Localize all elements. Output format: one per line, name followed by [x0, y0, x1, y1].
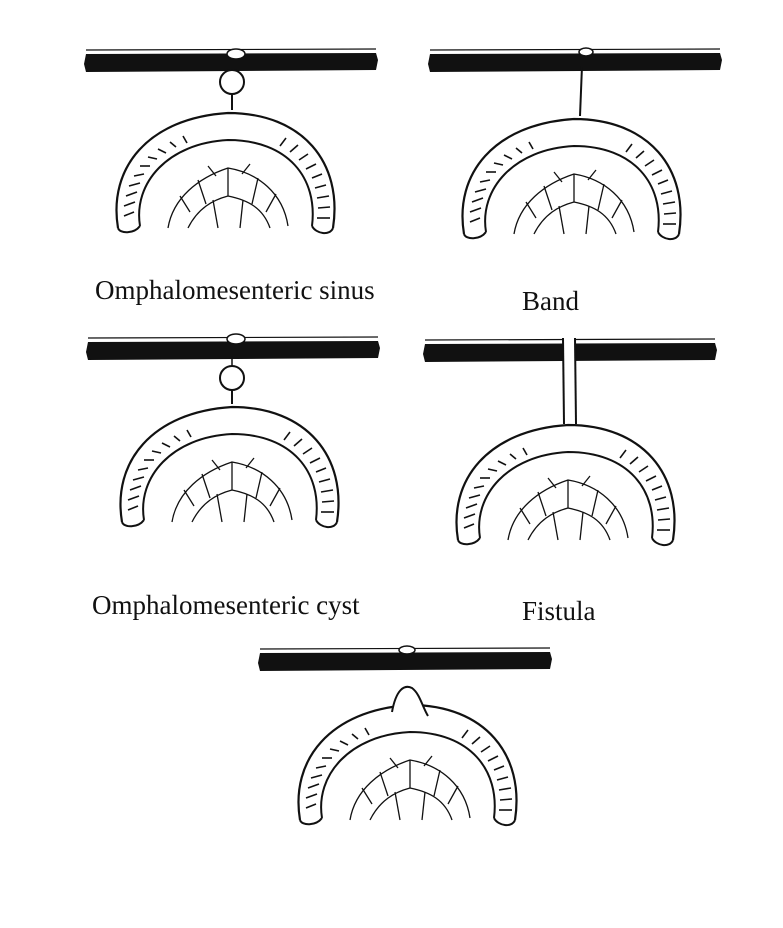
panel-fistula: Fistula: [422, 336, 718, 626]
panel-label-sinus: Omphalomesenteric sinus: [95, 275, 375, 305]
abdominal-wall: [427, 47, 723, 73]
bowel-loop: [297, 703, 518, 827]
cyst: [219, 356, 245, 404]
abdominal-wall: [83, 48, 379, 73]
bowel-loop: [455, 423, 676, 547]
abdominal-wall: [257, 645, 553, 672]
abdominal-wall: [422, 336, 718, 363]
bowel-loop: [119, 405, 340, 529]
abdominal-wall: [85, 333, 381, 361]
panel-label-cyst: Omphalomesenteric cyst: [92, 590, 360, 620]
fibrous-band: [579, 65, 583, 117]
bowel-loop: [461, 117, 682, 241]
diverticulum: [391, 685, 429, 717]
panel-label-fistula: Fistula: [522, 596, 596, 626]
sinus-cyst: [219, 69, 245, 110]
fistula-tract: [562, 337, 577, 425]
bowel-loop: [115, 111, 336, 235]
panel-cyst: Omphalomesenteric cyst: [85, 333, 381, 620]
panel-band: Band: [427, 47, 723, 316]
panel-diverticulum: [257, 645, 553, 827]
panel-label-band: Band: [522, 286, 579, 316]
panel-sinus: Omphalomesenteric sinus: [83, 48, 379, 305]
